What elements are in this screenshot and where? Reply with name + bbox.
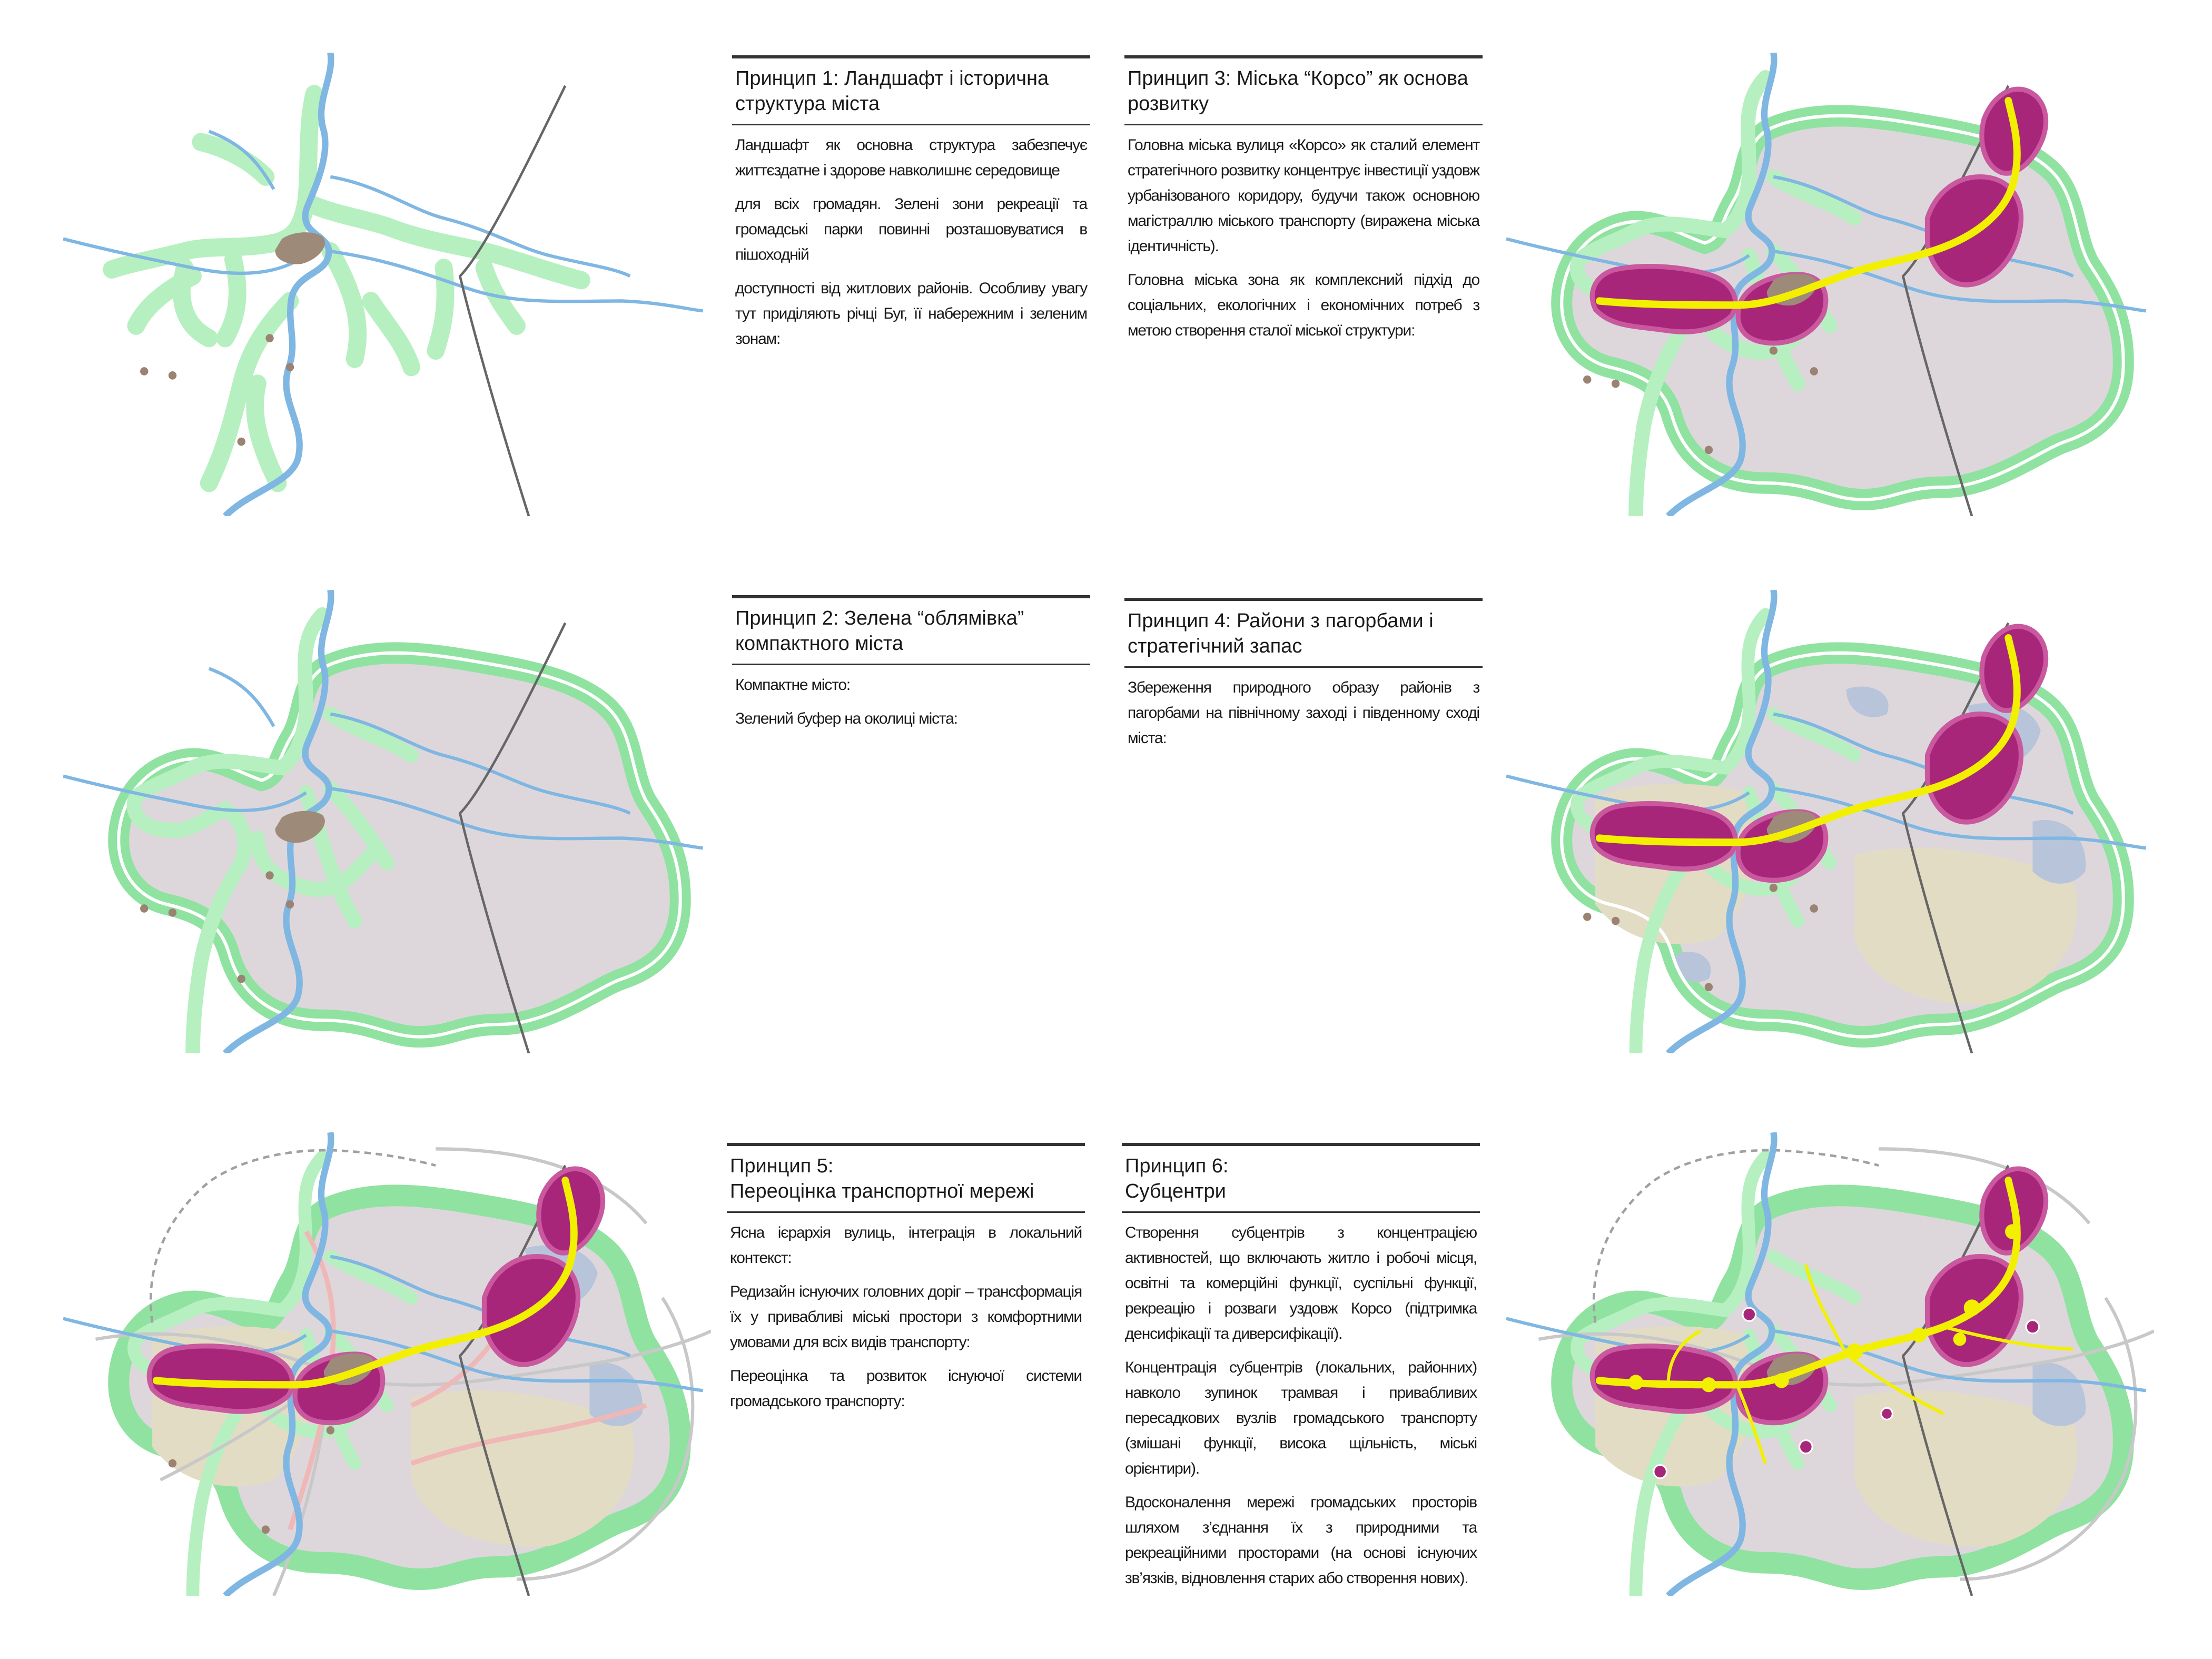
paragraph: Переоцінка та розвиток існуючої системи … [730, 1367, 1082, 1410]
title-line: Принцип 4: Райони з пагорбами і [1128, 610, 1434, 632]
paragraph: Концентрація субцентрів (локальних, райо… [1125, 1359, 1477, 1477]
title-line: Принцип 1: Ландшафт і історична [735, 67, 1049, 90]
title-line: стратегічний запас [1128, 635, 1302, 657]
principle-3-panel: Принцип 3: Міська “Корсо” як основа розв… [1124, 55, 1483, 352]
title-line: Принцип 2: Зелена “облямівка” [735, 607, 1024, 629]
title-line: Принцип 3: Міська “Корсо” як основа [1128, 67, 1468, 90]
paragraph: Редизайн існуючих головних доріг – транс… [730, 1283, 1082, 1351]
principle-6-panel: Принцип 6: Субцентри Створення субцентрі… [1122, 1143, 1480, 1599]
principle-2-title: Принцип 2: Зелена “облямівка” компактног… [732, 595, 1090, 665]
title-line: Переоцінка транспортної мережі [730, 1180, 1034, 1202]
title-line: структура міста [735, 93, 880, 115]
paragraph: Створення субцентрів з концентрацією акт… [1125, 1224, 1477, 1342]
principle-1-panel: Принцип 1: Ландшафт і історична структур… [732, 55, 1090, 360]
paragraph: Ландшафт як основна структура забезпечує… [735, 136, 1088, 179]
map-principle-1 [63, 53, 711, 516]
paragraph: Ясна ієрархія вулиць, інтеграція в локал… [730, 1224, 1082, 1267]
paragraph: Збереження природного образу районів з п… [1128, 679, 1480, 747]
principle-4-panel: Принцип 4: Райони з пагорбами і стратегі… [1124, 598, 1483, 759]
principle-5-panel: Принцип 5: Переоцінка транспортної мереж… [727, 1143, 1085, 1423]
title-line: компактного міста [735, 633, 903, 655]
paragraph: Головна міська вулиця «Корсо» як сталий … [1128, 136, 1480, 255]
principle-3-text: Головна міська вулиця «Корсо» як сталий … [1124, 125, 1483, 343]
title-line: розвитку [1128, 93, 1209, 115]
paragraph: Головна міська зона як комплексний підхі… [1128, 271, 1480, 339]
map-principle-4 [1506, 590, 2154, 1053]
paragraph: Вдосконалення мережі громадських простор… [1125, 1494, 1477, 1587]
principle-3-title: Принцип 3: Міська “Корсо” як основа розв… [1124, 55, 1483, 125]
principle-5-title: Принцип 5: Переоцінка транспортної мереж… [727, 1143, 1085, 1213]
principle-1-text: Ландшафт як основна структура забезпечує… [732, 125, 1090, 352]
paragraph: Зелений буфер на околиці міста: [735, 710, 958, 727]
principle-2-panel: Принцип 2: Зелена “облямівка” компактног… [732, 595, 1090, 740]
principle-6-text: Створення субцентрів з концентрацією акт… [1122, 1213, 1480, 1591]
principle-5-text: Ясна ієрархія вулиць, інтеграція в локал… [727, 1213, 1085, 1414]
paragraph: для всіх громадян. Зелені зони рекреації… [735, 195, 1088, 263]
map-principle-5 [63, 1132, 711, 1596]
principle-4-title: Принцип 4: Райони з пагорбами і стратегі… [1124, 598, 1483, 668]
map-principle-3 [1506, 53, 2154, 516]
principle-4-text: Збереження природного образу районів з п… [1124, 668, 1483, 751]
map-principle-6 [1506, 1132, 2154, 1596]
principle-1-title: Принцип 1: Ландшафт і історична структур… [732, 55, 1090, 125]
title-line: Принцип 6: [1125, 1155, 1229, 1177]
principle-2-text: Компактне місто: Зелений буфер на околиц… [732, 665, 1090, 732]
paragraph: Компактне місто: [735, 676, 851, 694]
paragraph: доступності від житлових районів. Особли… [735, 280, 1088, 348]
title-line: Принцип 5: [730, 1155, 834, 1177]
map-principle-2 [63, 590, 711, 1053]
principle-6-title: Принцип 6: Субцентри [1122, 1143, 1480, 1213]
title-line: Субцентри [1125, 1180, 1226, 1202]
